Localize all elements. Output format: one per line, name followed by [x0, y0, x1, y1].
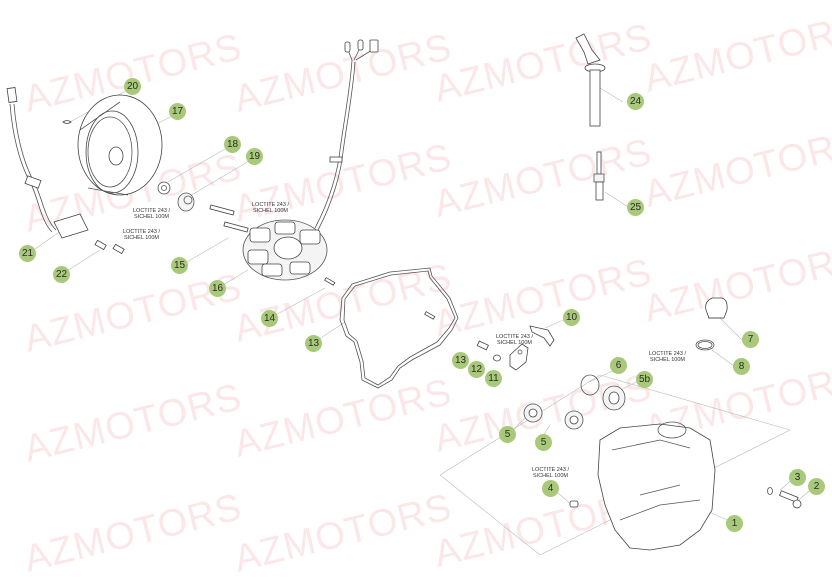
pickup-sensor — [509, 343, 529, 371]
washer — [767, 487, 773, 495]
retaining-plate — [529, 325, 555, 347]
callout-badge-17[interactable]: 16 — [209, 280, 226, 297]
stator — [242, 39, 379, 281]
callout-badge-9[interactable]: 8 — [733, 358, 750, 375]
callout-badge-10[interactable]: 10 — [563, 309, 580, 326]
screw — [476, 340, 489, 351]
callout-badge-11[interactable]: 11 — [485, 370, 502, 387]
callout-badge-23[interactable]: 22 — [53, 266, 70, 283]
generator-cover — [597, 421, 716, 551]
seal-ring-right — [564, 410, 584, 430]
callout-badge-18[interactable]: 17 — [169, 103, 186, 120]
callout-badge-5-right[interactable]: 5 — [535, 434, 552, 451]
callout-badge-4[interactable]: 4 — [542, 480, 559, 497]
inspection-plug — [705, 297, 728, 319]
washer — [157, 181, 171, 195]
loctite-note: LOCTITE 243 /SICHEL 100M — [133, 208, 170, 220]
callout-badge-8[interactable]: 7 — [742, 331, 759, 348]
callout-badge-24[interactable]: 24 — [627, 93, 644, 110]
loctite-note: LOCTITE 243 /SICHEL 100M — [649, 351, 686, 363]
woodruff-key — [62, 120, 72, 124]
loctite-note: LOCTITE 243 /SICHEL 100M — [496, 334, 533, 346]
callout-badge-12[interactable]: 12 — [468, 361, 485, 378]
callout-badge-22[interactable]: 21 — [19, 245, 36, 262]
callout-badge-7[interactable]: 6 — [610, 357, 627, 374]
pickup-screw — [94, 239, 125, 255]
o-ring — [695, 339, 715, 351]
callout-badge-19[interactable]: 18 — [224, 136, 241, 153]
parts-drawing — [6, 33, 816, 556]
callout-badge-15[interactable]: 14 — [261, 310, 278, 327]
spark-plug — [593, 151, 605, 201]
pickup-cable — [6, 87, 89, 239]
callout-badge-20[interactable]: 19 — [246, 148, 263, 165]
callout-badge-3[interactable]: 3 — [789, 469, 806, 486]
loctite-note: LOCTITE 243 /SICHEL 100M — [252, 202, 289, 214]
callout-badge-1[interactable]: 1 — [726, 515, 743, 532]
cover-gasket — [339, 267, 459, 389]
callout-badge-21[interactable]: 20 — [124, 78, 141, 95]
seal-ring-left — [523, 403, 543, 423]
callout-badge-5-left[interactable]: 5 — [499, 426, 516, 443]
bearing — [602, 385, 626, 411]
dowel-sleeve — [569, 500, 579, 508]
callout-badge-6[interactable]: 5b — [636, 371, 653, 388]
spark-plug-cap — [575, 33, 606, 127]
flywheel-rotor — [77, 94, 163, 196]
callout-badge-14[interactable]: 13 — [305, 335, 322, 352]
callout-badge-13[interactable]: 13 — [452, 352, 469, 369]
callout-badge-16[interactable]: 15 — [171, 257, 188, 274]
callout-badge-25[interactable]: 25 — [627, 199, 644, 216]
stator-bolt — [209, 204, 249, 233]
circlip — [580, 374, 600, 396]
loctite-note: LOCTITE 243 /SICHEL 100M — [123, 229, 160, 241]
cover-bolt — [779, 490, 802, 509]
dowel-pin — [324, 277, 436, 320]
flywheel-nut — [177, 192, 195, 212]
callout-badge-2[interactable]: 2 — [808, 478, 825, 495]
nut — [493, 354, 501, 362]
loctite-note: LOCTITE 243 /SICHEL 100M — [532, 467, 569, 479]
